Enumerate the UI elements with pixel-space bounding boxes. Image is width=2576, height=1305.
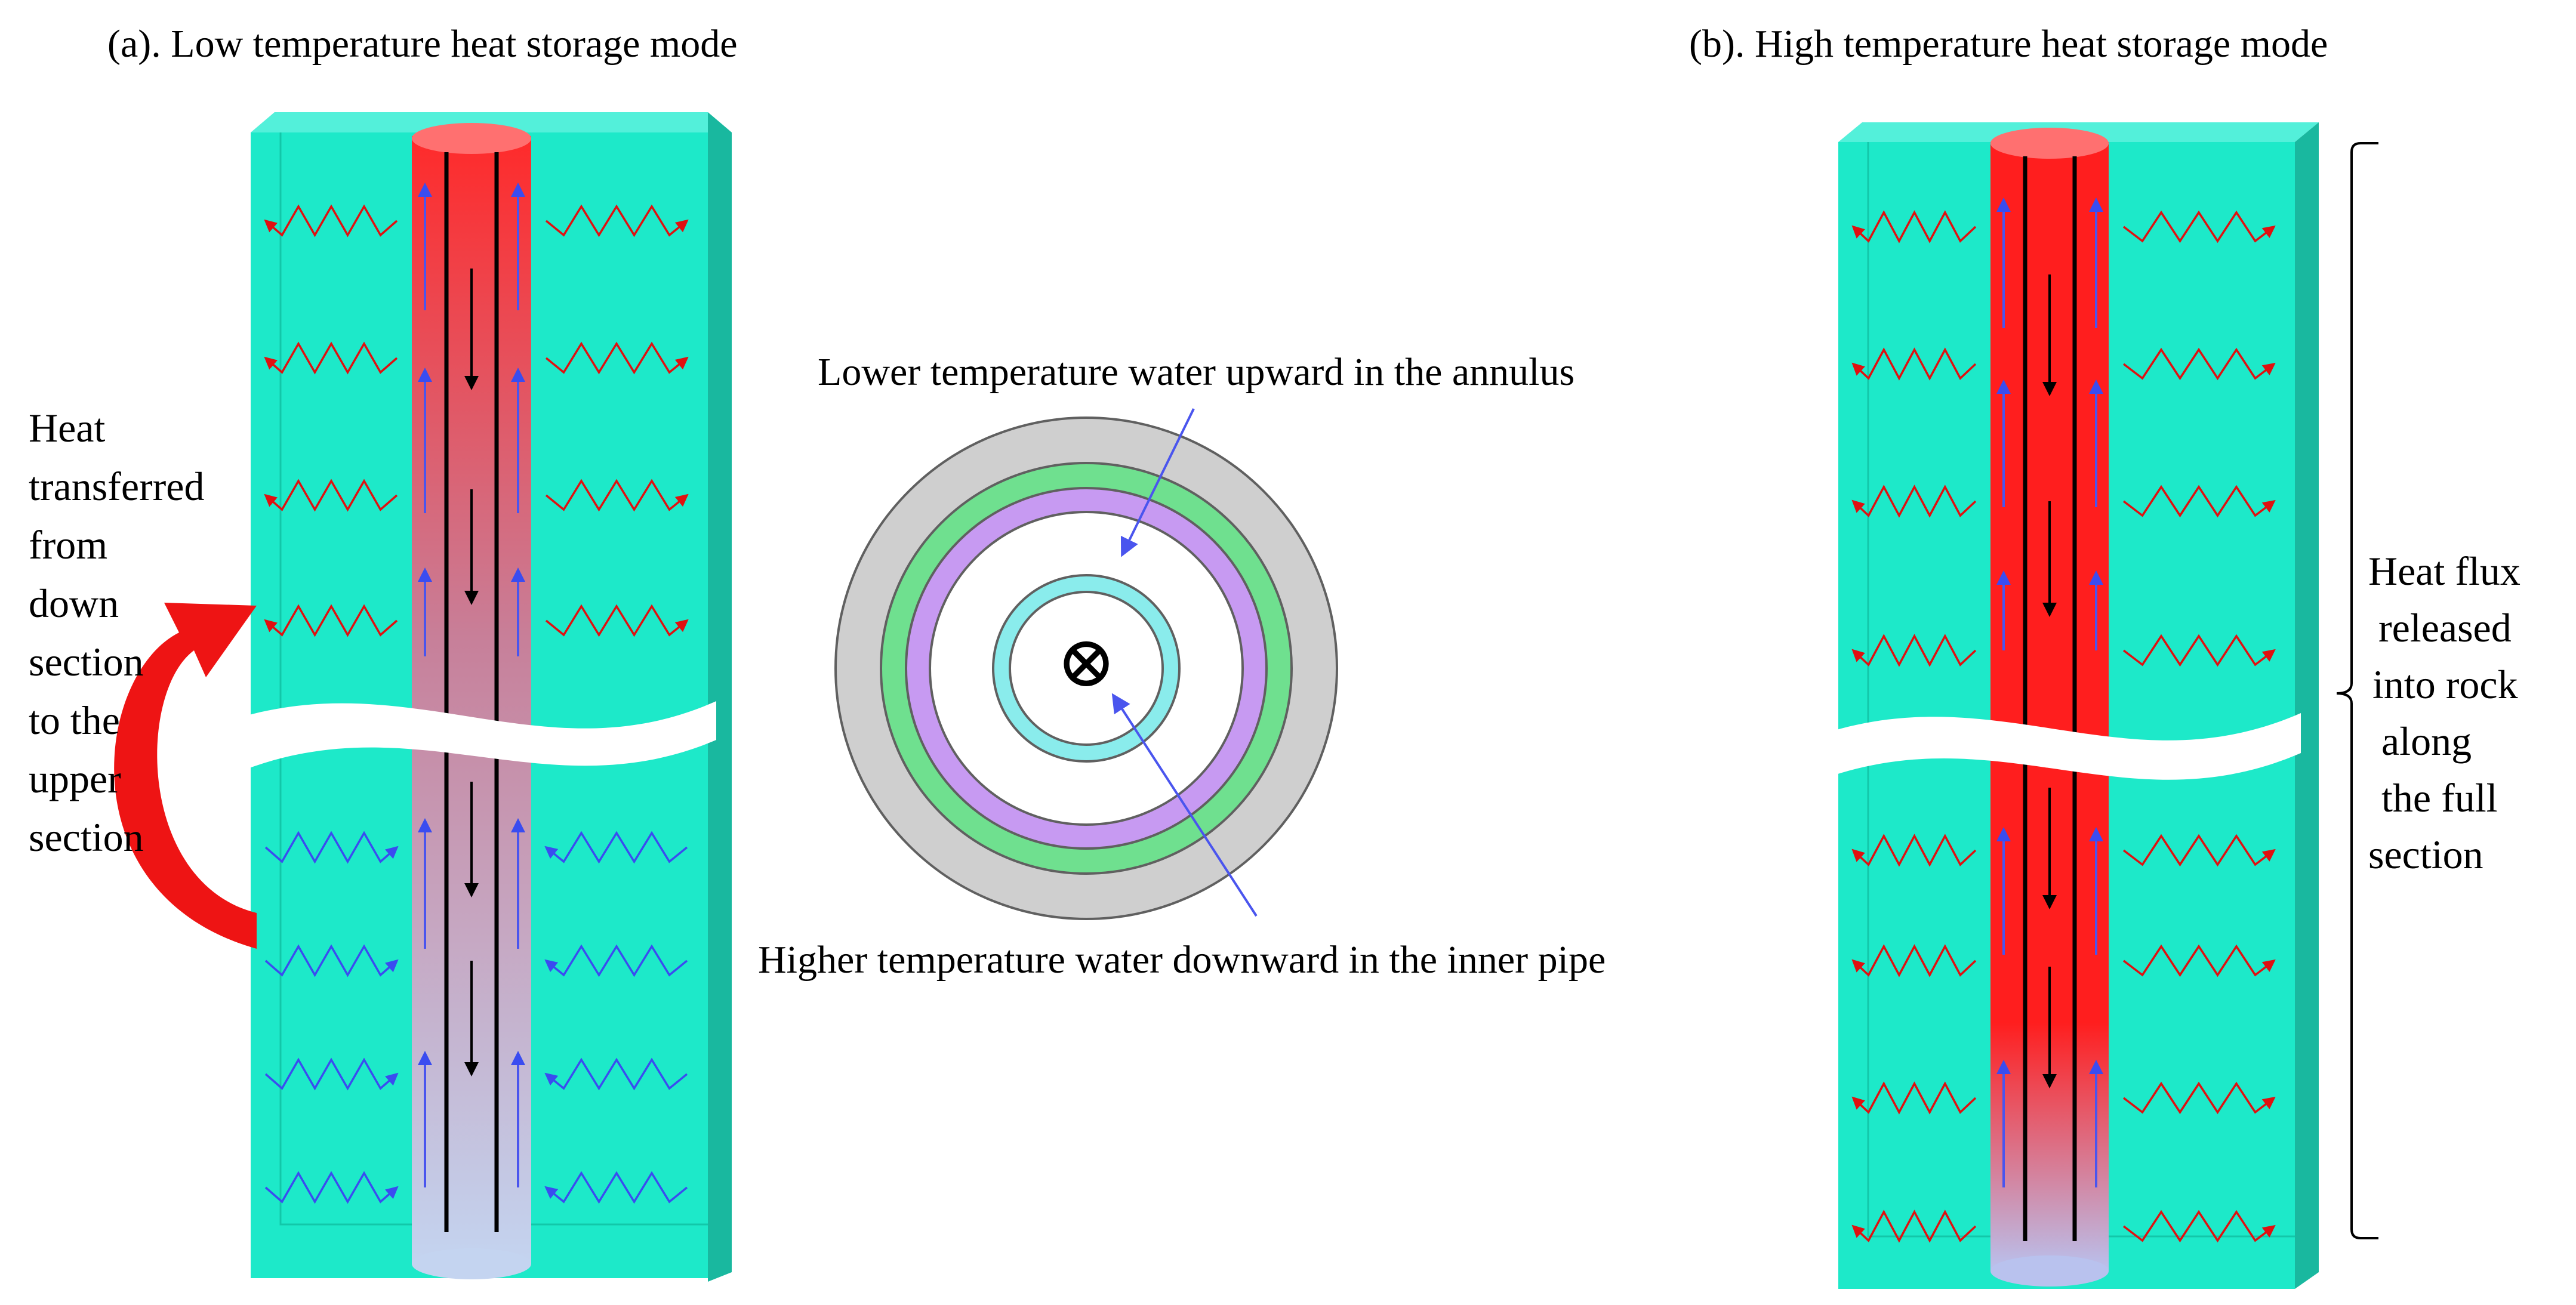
heat-in-zigzag-arrow — [544, 831, 688, 864]
side-label-line: upper — [29, 756, 121, 801]
side-label-line: section — [29, 815, 144, 860]
heat-out-zigzag-arrow — [1851, 1210, 1977, 1243]
heat-out-zigzag-arrow — [264, 604, 398, 637]
pipe-top — [412, 123, 531, 154]
heat-out-zigzag-arrow — [1851, 834, 1977, 867]
panel-b-title: (b). High temperature heat storage mode — [1689, 22, 2328, 66]
annulus-flow-arrows — [418, 183, 525, 1187]
heat-out-zigzag-arrow — [1851, 347, 1977, 381]
heat-out-zigzag-arrow — [1851, 944, 1977, 977]
heat-out-zigzag-arrow — [545, 204, 689, 237]
heat-out-zigzag-arrow — [1851, 210, 1977, 243]
annulus-label: Lower temperature water upward in the an… — [818, 350, 1574, 394]
heat-out-zigzag-arrow — [1851, 485, 1977, 518]
panel-a-borehole — [114, 112, 732, 1282]
heat-out-zigzag-arrow — [2122, 834, 2276, 867]
side-label-line: released — [2378, 605, 2512, 650]
rock-inner-edge — [279, 132, 708, 1226]
side-label-line: section — [29, 639, 144, 684]
rock-top-face — [251, 112, 732, 132]
heat-out-zigzag-arrow — [545, 479, 689, 512]
panel-b-borehole — [1832, 122, 2319, 1289]
flow-into-page-symbol: ⊗ — [1056, 622, 1117, 702]
pipe-top — [1990, 128, 2109, 159]
heat-out-zigzag-arrow — [2122, 1081, 2276, 1115]
inner-pipe-pointer-arrow — [1111, 693, 1258, 917]
heat-in-zigzag-arrow — [264, 831, 399, 864]
side-label-line: transferred — [29, 464, 204, 509]
heat-out-zigzag-arrow — [545, 604, 689, 637]
side-label-line: Heat — [29, 405, 105, 451]
side-label-line: section — [2368, 832, 2483, 877]
side-label-line: from — [29, 522, 107, 567]
panel-b-side-label: Heat flux released into rock along the f… — [2368, 548, 2531, 877]
side-label-line: Heat flux — [2368, 548, 2520, 594]
heat-out-zigzag-arrow — [1851, 634, 1977, 667]
annulus-pointer-arrow — [1120, 408, 1195, 557]
panel-a-side-label: Heat transferred from down section to th… — [29, 405, 214, 860]
heat-in-zigzag-arrow — [544, 1057, 688, 1091]
heat-release-zigzags — [1851, 210, 2276, 1243]
heat-out-zigzag-arrow — [2122, 634, 2276, 667]
heat-out-zigzag-arrow — [264, 479, 398, 512]
heat-out-zigzag-arrow — [2122, 485, 2276, 518]
heat-out-zigzag-arrow — [2122, 1210, 2276, 1243]
side-label-line: into rock — [2372, 662, 2518, 707]
heat-out-zigzag-arrow — [264, 341, 398, 375]
side-label-line: the full — [2381, 775, 2498, 820]
heat-in-zigzag-arrow — [544, 1171, 688, 1204]
heat-in-zigzag-arrow — [264, 1057, 399, 1091]
rock-side-face — [2295, 122, 2319, 1289]
side-label-line: along — [2381, 718, 2472, 764]
heat-out-zigzag-arrow — [264, 204, 398, 237]
side-label-line: to the — [29, 698, 120, 743]
heat-in-zigzag-arrow — [544, 944, 688, 977]
annulus-flow-arrows — [1996, 198, 2103, 1187]
pipe-bottom — [1990, 1255, 2109, 1287]
section-break — [1832, 713, 2301, 780]
pipe-cross-section: ⊗ — [834, 408, 1338, 920]
heat-out-zigzag-arrow — [1851, 1081, 1977, 1115]
heat-in-zigzag-arrow — [264, 944, 399, 977]
panel-a-title: (a). Low temperature heat storage mode — [107, 22, 738, 66]
heat-transfer-curved-arrow — [114, 603, 257, 949]
heat-transfer-zigzags — [264, 204, 689, 1204]
heat-out-zigzag-arrow — [2122, 210, 2276, 243]
heat-out-zigzag-arrow — [2122, 944, 2276, 977]
heat-in-zigzag-arrow — [264, 1171, 399, 1204]
full-section-bracket — [2336, 142, 2378, 1239]
side-label-line: down — [29, 581, 119, 626]
heat-out-zigzag-arrow — [545, 341, 689, 375]
section-break — [245, 701, 716, 770]
rock-side-face — [708, 112, 732, 1282]
heat-out-zigzag-arrow — [2122, 347, 2276, 381]
pipe-bottom — [412, 1248, 531, 1279]
inner-pipe-label: Higher temperature water downward in the… — [758, 938, 1606, 982]
rock-inner-edge — [1867, 142, 2295, 1238]
